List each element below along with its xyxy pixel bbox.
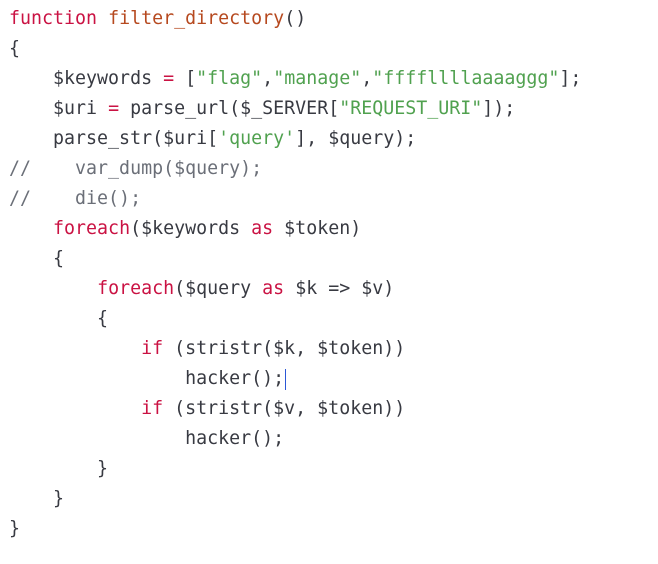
code-text — [9, 218, 53, 239]
code-comment: // die(); — [9, 188, 142, 209]
text-caret — [285, 368, 287, 390]
code-text: { — [9, 38, 21, 59]
code-comment: // var_dump($query); — [9, 158, 263, 179]
code-string: "manage" — [273, 68, 362, 89]
code-text: , — [361, 68, 373, 89]
code-text — [9, 338, 141, 359]
code-keyword: foreach — [53, 218, 131, 239]
code-line: { — [9, 244, 658, 274]
code-keyword: as — [262, 278, 285, 299]
code-keyword: if — [141, 398, 164, 419]
code-keyword: function — [9, 8, 98, 29]
code-text: { — [9, 308, 109, 329]
code-text — [9, 278, 97, 299]
code-text: } — [9, 488, 65, 509]
code-line: $uri = parse_url($_SERVER["REQUEST_URI"]… — [9, 94, 658, 124]
code-text: parse_str($uri[ — [9, 128, 219, 149]
code-text: parse_url($_SERVER[ — [119, 98, 340, 119]
code-text — [9, 398, 141, 419]
code-line: { — [9, 304, 658, 334]
code-keyword: foreach — [97, 278, 175, 299]
code-line: function filter_directory() — [9, 4, 658, 34]
code-text: (stristr($v, $token)) — [163, 398, 406, 419]
code-text: $k => $v) — [284, 278, 395, 299]
code-text: } — [9, 518, 21, 539]
code-line: hacker(); — [9, 424, 658, 454]
code-line: foreach($query as $k => $v) — [9, 274, 658, 304]
code-line: if (stristr($v, $token)) — [9, 394, 658, 424]
code-string: "REQUEST_URI" — [339, 98, 483, 119]
code-keyword: as — [251, 218, 274, 239]
code-text: ($keywords — [130, 218, 252, 239]
code-keyword: = — [108, 98, 120, 119]
code-string: "ffffllllaaaaggg" — [372, 68, 560, 89]
code-line: hacker(); — [9, 364, 658, 394]
code-text: , — [262, 68, 274, 89]
code-text: $keywords — [9, 68, 164, 89]
code-text: hacker(); — [9, 428, 285, 449]
code-string: 'query' — [218, 128, 296, 149]
code-keyword: = — [163, 68, 175, 89]
code-line: } — [9, 454, 658, 484]
code-text: (stristr($k, $token)) — [163, 338, 406, 359]
code-text: ], $query); — [295, 128, 417, 149]
code-line: if (stristr($k, $token)) — [9, 334, 658, 364]
code-keyword: if — [141, 338, 164, 359]
code-line: } — [9, 514, 658, 544]
code-text — [97, 8, 108, 29]
code-text: () — [284, 8, 307, 29]
code-line: foreach($keywords as $token) — [9, 214, 658, 244]
code-string: "flag" — [196, 68, 263, 89]
code-text: [ — [174, 68, 197, 89]
code-line: // var_dump($query); — [9, 154, 658, 184]
code-text: $token) — [273, 218, 362, 239]
code-function-name: filter_directory — [108, 8, 285, 29]
code-line: $keywords = ["flag","manage","ffffllllaa… — [9, 64, 658, 94]
code-text: { — [9, 248, 65, 269]
code-line: } — [9, 484, 658, 514]
code-line: { — [9, 34, 658, 64]
code-text: ]); — [482, 98, 516, 119]
code-line: parse_str($uri['query'], $query); — [9, 124, 658, 154]
code-text: $uri — [9, 98, 109, 119]
code-text: ($query — [174, 278, 263, 299]
code-line: // die(); — [9, 184, 658, 214]
code-text: ]; — [559, 68, 582, 89]
code-text: } — [9, 458, 109, 479]
code-text: hacker(); — [9, 368, 285, 389]
